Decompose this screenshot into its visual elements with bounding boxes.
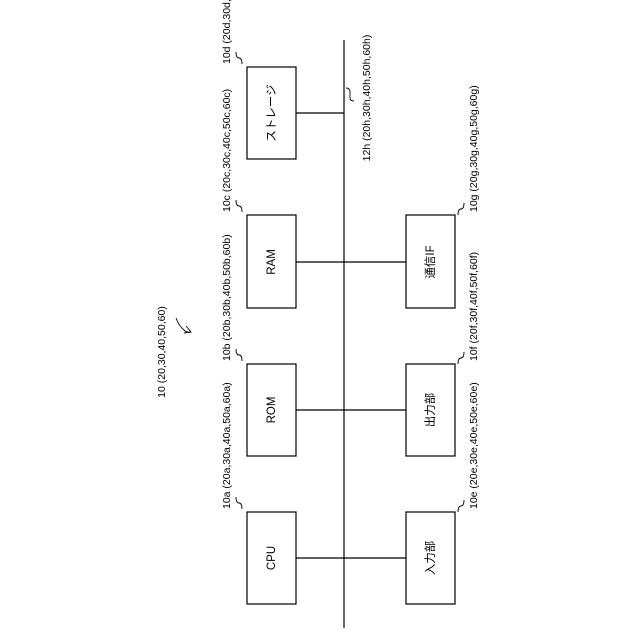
input-ref: 10e (20e,30e,40e,50e,60e): [468, 382, 480, 509]
output-leader: [458, 352, 464, 364]
ram-ref: 10c (20c,30c,40c,50c,60c): [221, 89, 233, 212]
figure-leader: [176, 318, 191, 332]
rom-ref: 10b (20b,30b,40b,50b,60b): [221, 234, 233, 361]
comm-ref: 10g (20g,30g,40g,50g,60g): [468, 85, 480, 212]
cpu-leader: [236, 497, 242, 509]
input-leader: [458, 500, 464, 512]
figure-label: 10 (20,30,40,50,60): [156, 306, 168, 398]
storage-ref: 10d (20d,30d,40d,50d,60d): [221, 0, 233, 64]
output-ref: 10f (20f,30f,40f,50f,60f): [468, 252, 480, 361]
storage-label: ストレージ: [266, 84, 278, 141]
cpu-label: CPU: [266, 546, 278, 570]
bus-label: 12h (20h,30h,40h,50h,60h): [361, 35, 373, 162]
input-label: 入力部: [423, 541, 437, 576]
comm-leader: [458, 203, 464, 215]
storage-leader: [236, 52, 242, 64]
ram-label: RAM: [266, 249, 278, 275]
bus-leader: [346, 88, 354, 101]
comm-label: 通信IF: [424, 245, 437, 278]
bus-reference: 12h (20h,30h,40h,50h,60h): [346, 35, 373, 162]
cpu-ref: 10a (20a,30a,40a,50a,60a): [221, 382, 233, 509]
rom-label: ROM: [266, 397, 278, 424]
rom-leader: [236, 349, 242, 361]
output-label: 出力部: [423, 393, 437, 428]
ram-leader: [236, 200, 242, 212]
figure-reference: 10 (20,30,40,50,60): [156, 306, 191, 398]
